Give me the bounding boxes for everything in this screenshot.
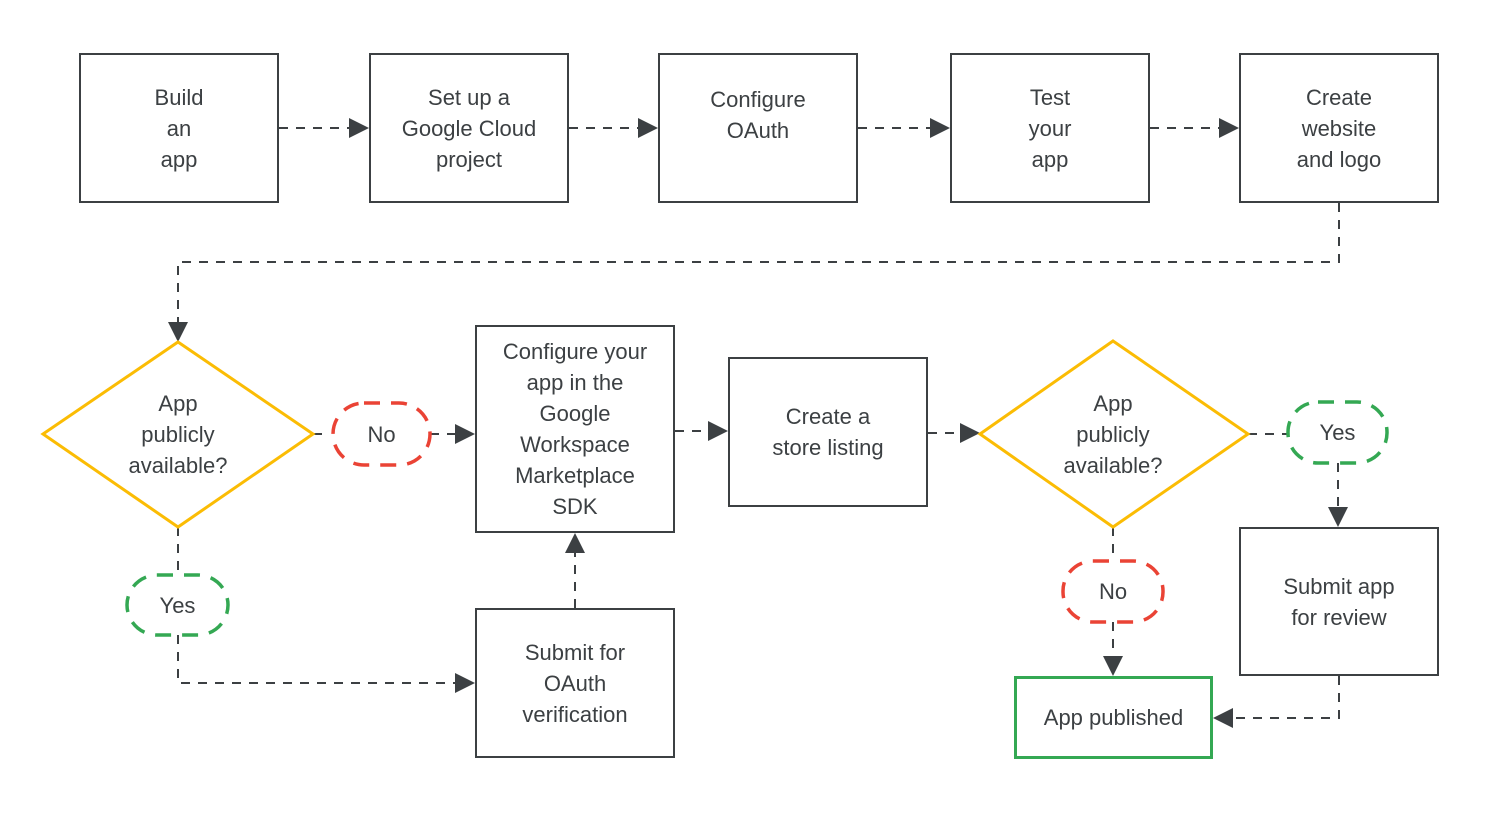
node-submit-oauth-verification-label: Submit for OAuth verification	[522, 639, 628, 727]
node-configure-marketplace-sdk-label: Configure your app in the Google Workspa…	[502, 339, 648, 519]
arrowhead-to-test	[930, 118, 950, 138]
decision-right-label-wrap: App publicly available?	[1028, 374, 1198, 494]
node-test-your-app-label: Test your app	[1028, 84, 1072, 172]
arrowhead-review-to-published	[1213, 708, 1233, 728]
node-configure-oauth: Configure OAuth	[658, 53, 858, 203]
yes-right-label-wrap: Yes	[1288, 402, 1387, 463]
node-create-store-listing-label: Create a store listing	[772, 404, 884, 460]
node-create-website-and-logo: Create website and logo	[1239, 53, 1439, 203]
no-oval-left	[331, 401, 432, 467]
arrowhead-to-decision-right	[960, 423, 980, 443]
decision-left-label-wrap: App publicly available?	[93, 374, 263, 494]
arrowhead-to-decision-left	[168, 322, 188, 342]
arrowhead-to-setup	[349, 118, 369, 138]
yes-right-label: Yes	[1319, 420, 1356, 445]
node-app-published-label: App published	[1043, 705, 1184, 730]
decision-right-label: App publicly available?	[1063, 390, 1163, 478]
yes-oval-left	[125, 573, 230, 637]
node-configure-oauth-label: Configure OAuth	[710, 87, 806, 143]
node-submit-app-for-review-label: Submit app for review	[1283, 573, 1395, 630]
arrowhead-to-sdk	[455, 424, 475, 444]
connector-yes-to-submit-oauth	[177, 635, 458, 684]
node-create-website-and-logo-label: Create website and logo	[1296, 84, 1382, 172]
dashed-connectors	[177, 127, 1340, 719]
no-left-label-wrap: No	[333, 403, 430, 465]
node-build-an-app: Build an app	[79, 53, 279, 203]
yes-left-label: Yes	[159, 592, 196, 618]
no-left-label: No	[367, 421, 396, 447]
decision-diamond-left	[40, 340, 316, 529]
arrowhead-to-submit-oauth	[455, 673, 475, 693]
arrowheads	[168, 118, 1348, 728]
node-test-your-app: Test your app	[950, 53, 1150, 203]
arrowhead-submit-oauth-to-sdk	[565, 533, 585, 553]
node-submit-oauth-verification: Submit for OAuth verification	[475, 608, 675, 758]
arrowhead-no-to-published	[1103, 656, 1123, 676]
arrowhead-to-website	[1219, 118, 1239, 138]
no-right-label-wrap: No	[1063, 561, 1163, 622]
decision-diamond-right	[977, 339, 1251, 529]
arrowhead-to-review	[1328, 507, 1348, 527]
connector-review-to-published	[1230, 676, 1340, 719]
connector-website-to-decision-left	[177, 203, 1340, 325]
arrowhead-to-store	[708, 421, 728, 441]
node-setup-google-cloud-project: Set up a Google Cloud project	[369, 53, 569, 203]
node-build-an-app-label: Build an app	[154, 84, 204, 172]
node-configure-marketplace-sdk: Configure your app in the Google Workspa…	[475, 325, 675, 533]
yes-oval-right	[1286, 400, 1389, 465]
arrowhead-to-oauth	[638, 118, 658, 138]
node-app-published: App published	[1014, 676, 1213, 759]
node-create-store-listing: Create a store listing	[728, 357, 928, 507]
no-right-label: No	[1098, 579, 1128, 604]
decision-left-label: App publicly available?	[128, 390, 228, 478]
node-setup-google-cloud-project-label: Set up a Google Cloud project	[401, 84, 537, 172]
node-submit-app-for-review: Submit app for review	[1239, 527, 1439, 676]
no-oval-right	[1061, 559, 1165, 624]
yes-left-label-wrap: Yes	[127, 575, 228, 635]
